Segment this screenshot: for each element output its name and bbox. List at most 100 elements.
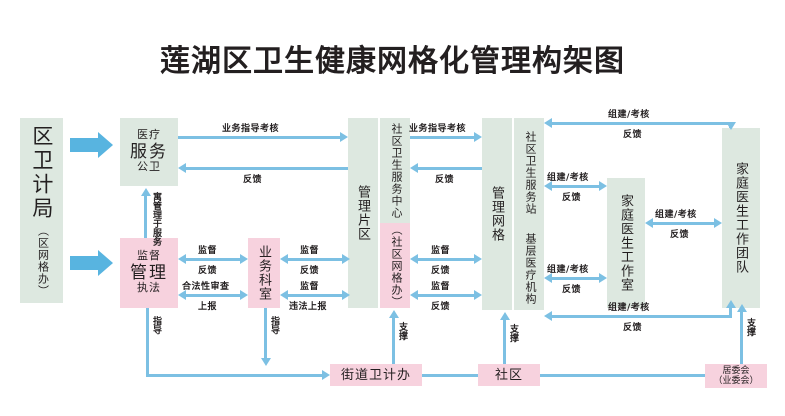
edge-label-legality-review: 合法性审查 [182, 282, 230, 292]
edge-support-2-arrowhead [500, 312, 510, 320]
node-community[interactable]: 社区 [478, 364, 540, 386]
node-medical-service[interactable]: 医疗 服务 公卫 [120, 118, 178, 186]
edge-label-feedback-11: 反馈 [623, 323, 643, 333]
edge-support-2-vline [503, 320, 506, 364]
edge-label-support-3: 支撑 [745, 318, 755, 336]
edge-label-service-in-management: 寓管理于服务 [151, 192, 161, 246]
edge-label-establish-1: 组建/考核 [547, 173, 589, 183]
edge-supervise-1-arrow-right [240, 254, 248, 264]
management-grid-label: 管理网格 [490, 186, 506, 242]
edge-service-in-management-arrowhead [141, 188, 151, 196]
edge-label-establish-5: 组建/考核 [608, 303, 650, 313]
edge-establish-3-arrow-right [714, 218, 722, 228]
block-arrow-shaft [70, 138, 98, 152]
edge-feedback2-arrowhead [410, 163, 418, 173]
node-street-health-office[interactable]: 街道卫计办 [330, 364, 422, 386]
edge-establish-1-line [552, 185, 599, 188]
edge-label-supervise-4: 监督 [431, 246, 451, 256]
edge-business-guidance2-line [410, 136, 474, 139]
edge-supervise-4-line [418, 258, 474, 261]
edge-label-guide-1: 指导 [151, 316, 161, 334]
edge-label-support-1: 支撑 [397, 322, 407, 340]
business-office-label: 业务科室 [257, 245, 273, 301]
node-management-grid[interactable]: 管理网格 [482, 118, 512, 310]
block-arrow-bureau-to-supervision [70, 250, 113, 276]
edge-establish-4-arrowhead-left [544, 118, 552, 128]
edge-illegal-report-arrow-left [280, 290, 288, 300]
edge-label-report-up: 上报 [198, 302, 218, 312]
edge-label-feedback-8: 反馈 [562, 285, 582, 295]
edge-supervise-1-arrow-left [178, 254, 186, 264]
edge-establish-2-arrow-right [599, 273, 607, 283]
node-community-health-center[interactable]: 社区卫生服务中心 [380, 118, 410, 223]
edge-label-illegal-report: 违法上报 [289, 302, 328, 312]
edge-label-establish-2: 组建/考核 [547, 265, 589, 275]
node-family-doctor-team[interactable]: 家庭医生工作团队 [722, 128, 760, 308]
node-district-health-bureau[interactable]: 区卫计局 （区网格办） [20, 118, 63, 303]
edge-establish-2-line [552, 277, 599, 280]
edge-label-business-guidance: 业务指导考核 [222, 124, 280, 134]
block-arrow-head [98, 132, 113, 158]
node-residents-committee[interactable]: 居委会 （业委会） [705, 364, 767, 388]
edge-supervise-5-arrow-right [474, 290, 482, 300]
edge-establish-5-arrowhead-left [544, 311, 552, 321]
edge-label-supervise-5: 监督 [431, 282, 451, 292]
edge-label-business-guidance2: 业务指导考核 [409, 124, 467, 134]
street-office-label: 街道卫计办 [340, 366, 411, 382]
edge-guide-2-arrowhead [261, 358, 271, 366]
edge-label-feedback-6: 反馈 [431, 302, 451, 312]
node-community-grid-office[interactable]: （社区网格办） [380, 223, 410, 308]
edge-support-3-arrowhead [737, 304, 747, 312]
edge-supervise-5-line [418, 294, 474, 297]
edge-label-feedback-10: 反馈 [623, 130, 643, 140]
node-management-district[interactable]: 管理片区 [348, 118, 378, 308]
node-supervision-management[interactable]: 监督 管理 执法 [120, 238, 178, 308]
edge-support-1-vline [392, 318, 395, 364]
management-district-label: 管理片区 [356, 185, 372, 241]
node-business-office[interactable]: 业务科室 [248, 238, 280, 308]
edge-business-guidance-line [178, 136, 340, 139]
edge-community-to-committee-line [540, 374, 705, 377]
community-center-label: 社区卫生服务中心 [389, 122, 402, 219]
block-arrow-head [98, 250, 113, 276]
edge-label-supervise-3: 监督 [300, 282, 320, 292]
family-doctor-studio-label: 家庭医生工作室 [619, 194, 635, 292]
medical-service-line3: 公卫 [137, 161, 161, 174]
edge-feedback-arrowhead [178, 163, 186, 173]
node-family-doctor-studio[interactable]: 家庭医生工作室 [607, 178, 645, 308]
edge-business-guidance2-arrowhead [474, 132, 482, 142]
edge-supervise-2-arrow-left [280, 254, 288, 264]
edge-illegal-report-line [288, 294, 342, 297]
supervision-line2: 管理 [130, 262, 168, 282]
medical-service-line2: 服务 [130, 141, 168, 161]
edge-label-establish-4: 组建/考核 [608, 110, 650, 120]
edge-support-1-arrowhead [389, 310, 399, 318]
edge-supervise-4-arrow-left [410, 254, 418, 264]
edge-label-feedback: 反馈 [243, 175, 263, 185]
edge-establish-2-arrow-left [544, 273, 552, 283]
node-primary-medical-institution[interactable]: 基层医疗机构 [514, 228, 544, 310]
edge-feedback-line [186, 167, 348, 170]
node-community-health-station[interactable]: 社区卫生服务站 [514, 118, 544, 228]
district-bureau-sublabel: （区网格办） [36, 224, 49, 297]
residents-committee-sublabel: （业委会） [713, 375, 759, 385]
edge-establish-5-arrowhead-up [726, 300, 736, 308]
edge-legality-arrow-right [240, 290, 248, 300]
medical-service-line1: 医疗 [137, 128, 161, 141]
edge-establish-4-hline [552, 122, 732, 125]
edge-label-feedback-4: 反馈 [300, 266, 320, 276]
edge-establish-1-arrow-left [544, 181, 552, 191]
community-grid-office-label: （社区网格办） [389, 223, 402, 308]
block-arrow-shaft [70, 256, 98, 270]
edge-service-in-management-line [144, 196, 147, 238]
community-station-label: 社区卫生服务站 [523, 131, 536, 215]
edge-label-feedback2: 反馈 [435, 175, 455, 185]
edge-support-3-vline [740, 312, 743, 364]
edge-establish-5-vline [729, 308, 732, 316]
edge-guide-1-vline [146, 308, 149, 376]
district-bureau-label: 区卫计局 [29, 124, 54, 221]
residents-committee-label: 居委会 [722, 365, 750, 376]
page-title: 莲湖区卫生健康网格化管理构架图 [160, 44, 625, 79]
edge-business-guidance-arrowhead [340, 132, 348, 142]
